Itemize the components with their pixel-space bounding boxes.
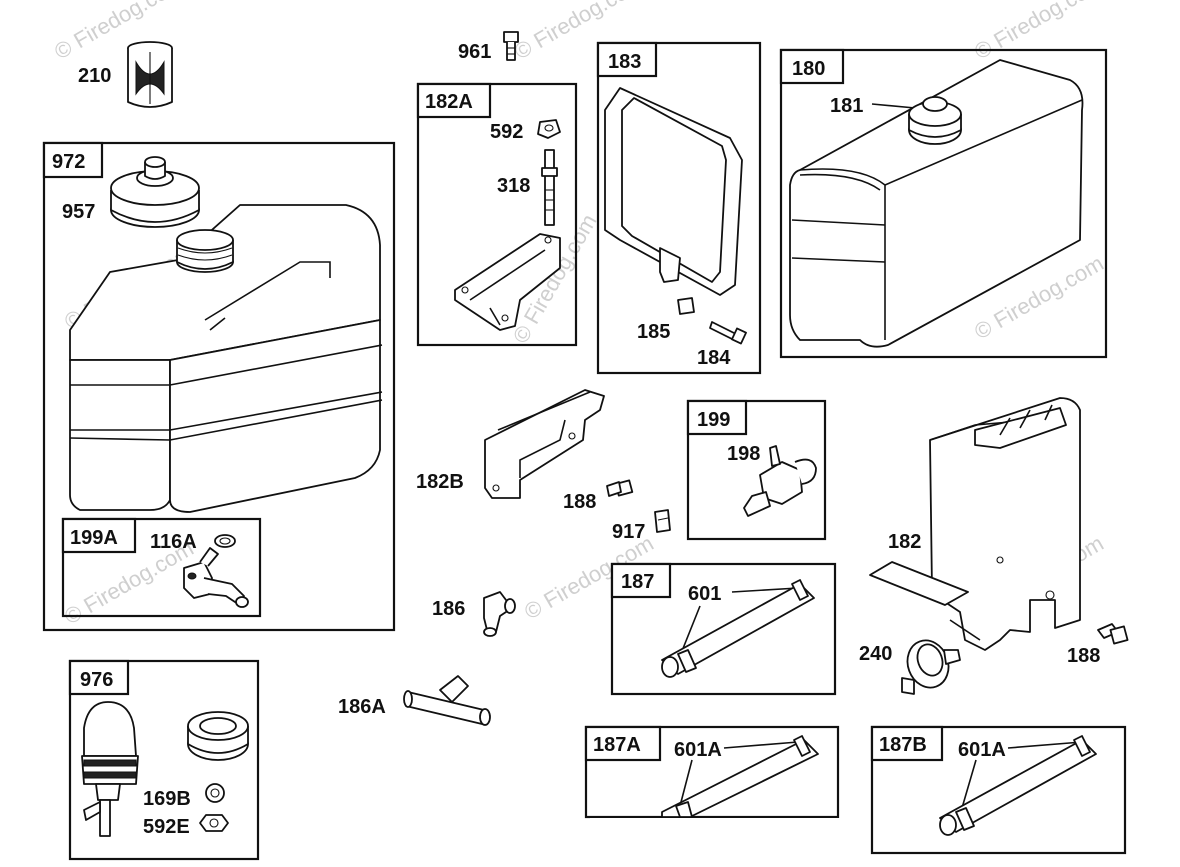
part-label-961: 961 <box>458 41 491 63</box>
kit-box-187 <box>610 562 837 696</box>
part-label-592: 592 <box>490 121 523 143</box>
part-188-screw[interactable] <box>606 479 634 497</box>
leader-601A-1 <box>723 741 799 749</box>
part-198-shutoff-valve[interactable] <box>743 445 817 517</box>
kit-box-180 <box>779 48 1108 359</box>
part-fuel-tank[interactable] <box>69 204 383 513</box>
part-label-185: 185 <box>637 321 670 343</box>
kit-label-187A: 187A <box>593 734 641 756</box>
kit-label-183: 183 <box>608 51 641 73</box>
part-180-fuel-tank[interactable] <box>789 59 1084 348</box>
part-961-screw[interactable] <box>503 31 519 61</box>
part-186A-tee-fitting[interactable] <box>403 675 491 726</box>
part-318-stud[interactable] <box>541 149 558 226</box>
part-label-592E: 592E <box>143 816 190 838</box>
part-199A-shutoff-valve[interactable] <box>183 547 249 608</box>
watermark: © Firedog.com <box>970 0 1108 64</box>
part-210-filter[interactable] <box>127 41 173 108</box>
part-label-601A-2: 601A <box>958 739 1006 761</box>
kit-box-187B <box>870 725 1127 855</box>
kit-label-180: 180 <box>792 58 825 80</box>
part-label-184: 184 <box>697 347 731 369</box>
part-917-clip[interactable] <box>654 509 671 533</box>
bottom-crop-mask <box>590 818 840 867</box>
kit-box-972 <box>42 141 396 632</box>
part-185-clip-nut[interactable] <box>677 297 695 315</box>
part-label-186: 186 <box>432 598 465 620</box>
part-label-601A-1: 601A <box>674 739 722 761</box>
kit-label-976: 976 <box>80 669 113 691</box>
part-label-188: 188 <box>563 491 596 513</box>
part-label-188b: 188 <box>1067 645 1100 667</box>
part-label-601: 601 <box>688 583 721 605</box>
part-182B-bracket[interactable] <box>484 389 605 499</box>
leader-601 <box>731 587 799 593</box>
kit-tag-187B <box>870 725 944 762</box>
kit-box-199 <box>686 399 827 541</box>
part-116A-washer[interactable] <box>214 534 236 548</box>
part-592E-nut[interactable] <box>199 814 229 832</box>
part-label-182: 182 <box>888 531 921 553</box>
part-label-957: 957 <box>62 201 95 223</box>
part-label-318: 318 <box>497 175 530 197</box>
leader-601A-2b <box>961 759 977 809</box>
leader-601A-1b <box>679 759 693 807</box>
part-label-917: 917 <box>612 521 645 543</box>
part-label-116A: 116A <box>150 531 197 553</box>
part-601A-fuel-line-2[interactable] <box>939 735 1097 836</box>
kit-tag-976 <box>68 659 130 696</box>
part-182A-bracket[interactable] <box>454 233 561 331</box>
kit-box-183 <box>596 41 762 375</box>
kit-tag-187A <box>584 725 662 762</box>
part-601-fuel-line[interactable] <box>661 579 815 678</box>
kit-tag-180 <box>779 48 845 85</box>
part-957-fuel-cap[interactable] <box>110 156 200 228</box>
kit-label-199: 199 <box>697 409 730 431</box>
part-label-182B: 182B <box>416 471 464 493</box>
part-240-fuel-filter[interactable] <box>901 635 961 695</box>
part-592-nut[interactable] <box>537 119 561 139</box>
kit-tag-187 <box>610 562 672 599</box>
part-184-bolt[interactable] <box>709 321 747 345</box>
part-label-210: 210 <box>78 65 111 87</box>
leader-601A-2 <box>1007 741 1083 749</box>
part-169B-lockwasher[interactable] <box>205 783 225 803</box>
kit-label-187: 187 <box>621 571 654 593</box>
part-976-filter-cap[interactable] <box>187 711 249 761</box>
part-976-filter-bowl[interactable] <box>81 701 139 837</box>
kit-tag-183 <box>596 41 658 78</box>
kit-label-199A: 199A <box>70 527 118 549</box>
leader-181 <box>871 103 916 109</box>
kit-tag-182A <box>416 82 492 119</box>
part-188b-screw[interactable] <box>1097 623 1129 645</box>
part-label-198: 198 <box>727 443 760 465</box>
part-186-elbow-fitting[interactable] <box>483 591 516 637</box>
kit-box-976 <box>68 659 260 861</box>
part-601A-fuel-line-1[interactable] <box>661 735 819 818</box>
kit-box-187A <box>584 725 840 819</box>
kit-tag-199 <box>686 399 748 436</box>
kit-label-187B: 187B <box>879 734 927 756</box>
part-label-169B: 169B <box>143 788 191 810</box>
part-182-bracket[interactable] <box>869 397 1081 651</box>
kit-box-199A <box>61 517 262 618</box>
kit-box-182A <box>416 82 578 347</box>
part-183-tank-strap[interactable] <box>604 87 743 296</box>
part-label-186A: 186A <box>338 696 386 718</box>
kit-label-972: 972 <box>52 151 85 173</box>
kit-tag-972 <box>42 141 104 179</box>
kit-tag-199A <box>61 517 137 554</box>
kit-label-182A: 182A <box>425 91 473 113</box>
part-label-181: 181 <box>830 95 863 117</box>
part-label-240: 240 <box>859 643 892 665</box>
